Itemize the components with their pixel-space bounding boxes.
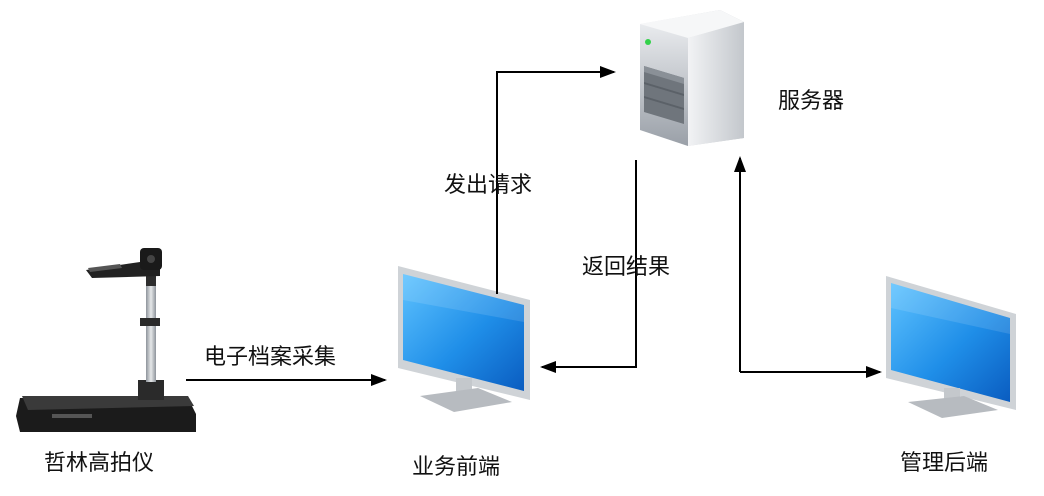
monitor-icon <box>398 266 530 412</box>
document-camera-icon <box>16 248 196 432</box>
frontend-label: 业务前端 <box>412 455 500 480</box>
server-tower-icon <box>640 10 744 146</box>
capture-label: 电子档案采集 <box>204 345 336 370</box>
request-arrow <box>496 66 616 294</box>
admin-label: 管理后端 <box>900 451 988 476</box>
response-label: 返回结果 <box>582 255 670 280</box>
request-label: 发出请求 <box>444 173 532 198</box>
scanner-label: 哲林高拍仪 <box>44 451 154 476</box>
response-arrow <box>540 160 637 373</box>
monitor-icon <box>886 276 1016 418</box>
server-label: 服务器 <box>778 89 844 114</box>
